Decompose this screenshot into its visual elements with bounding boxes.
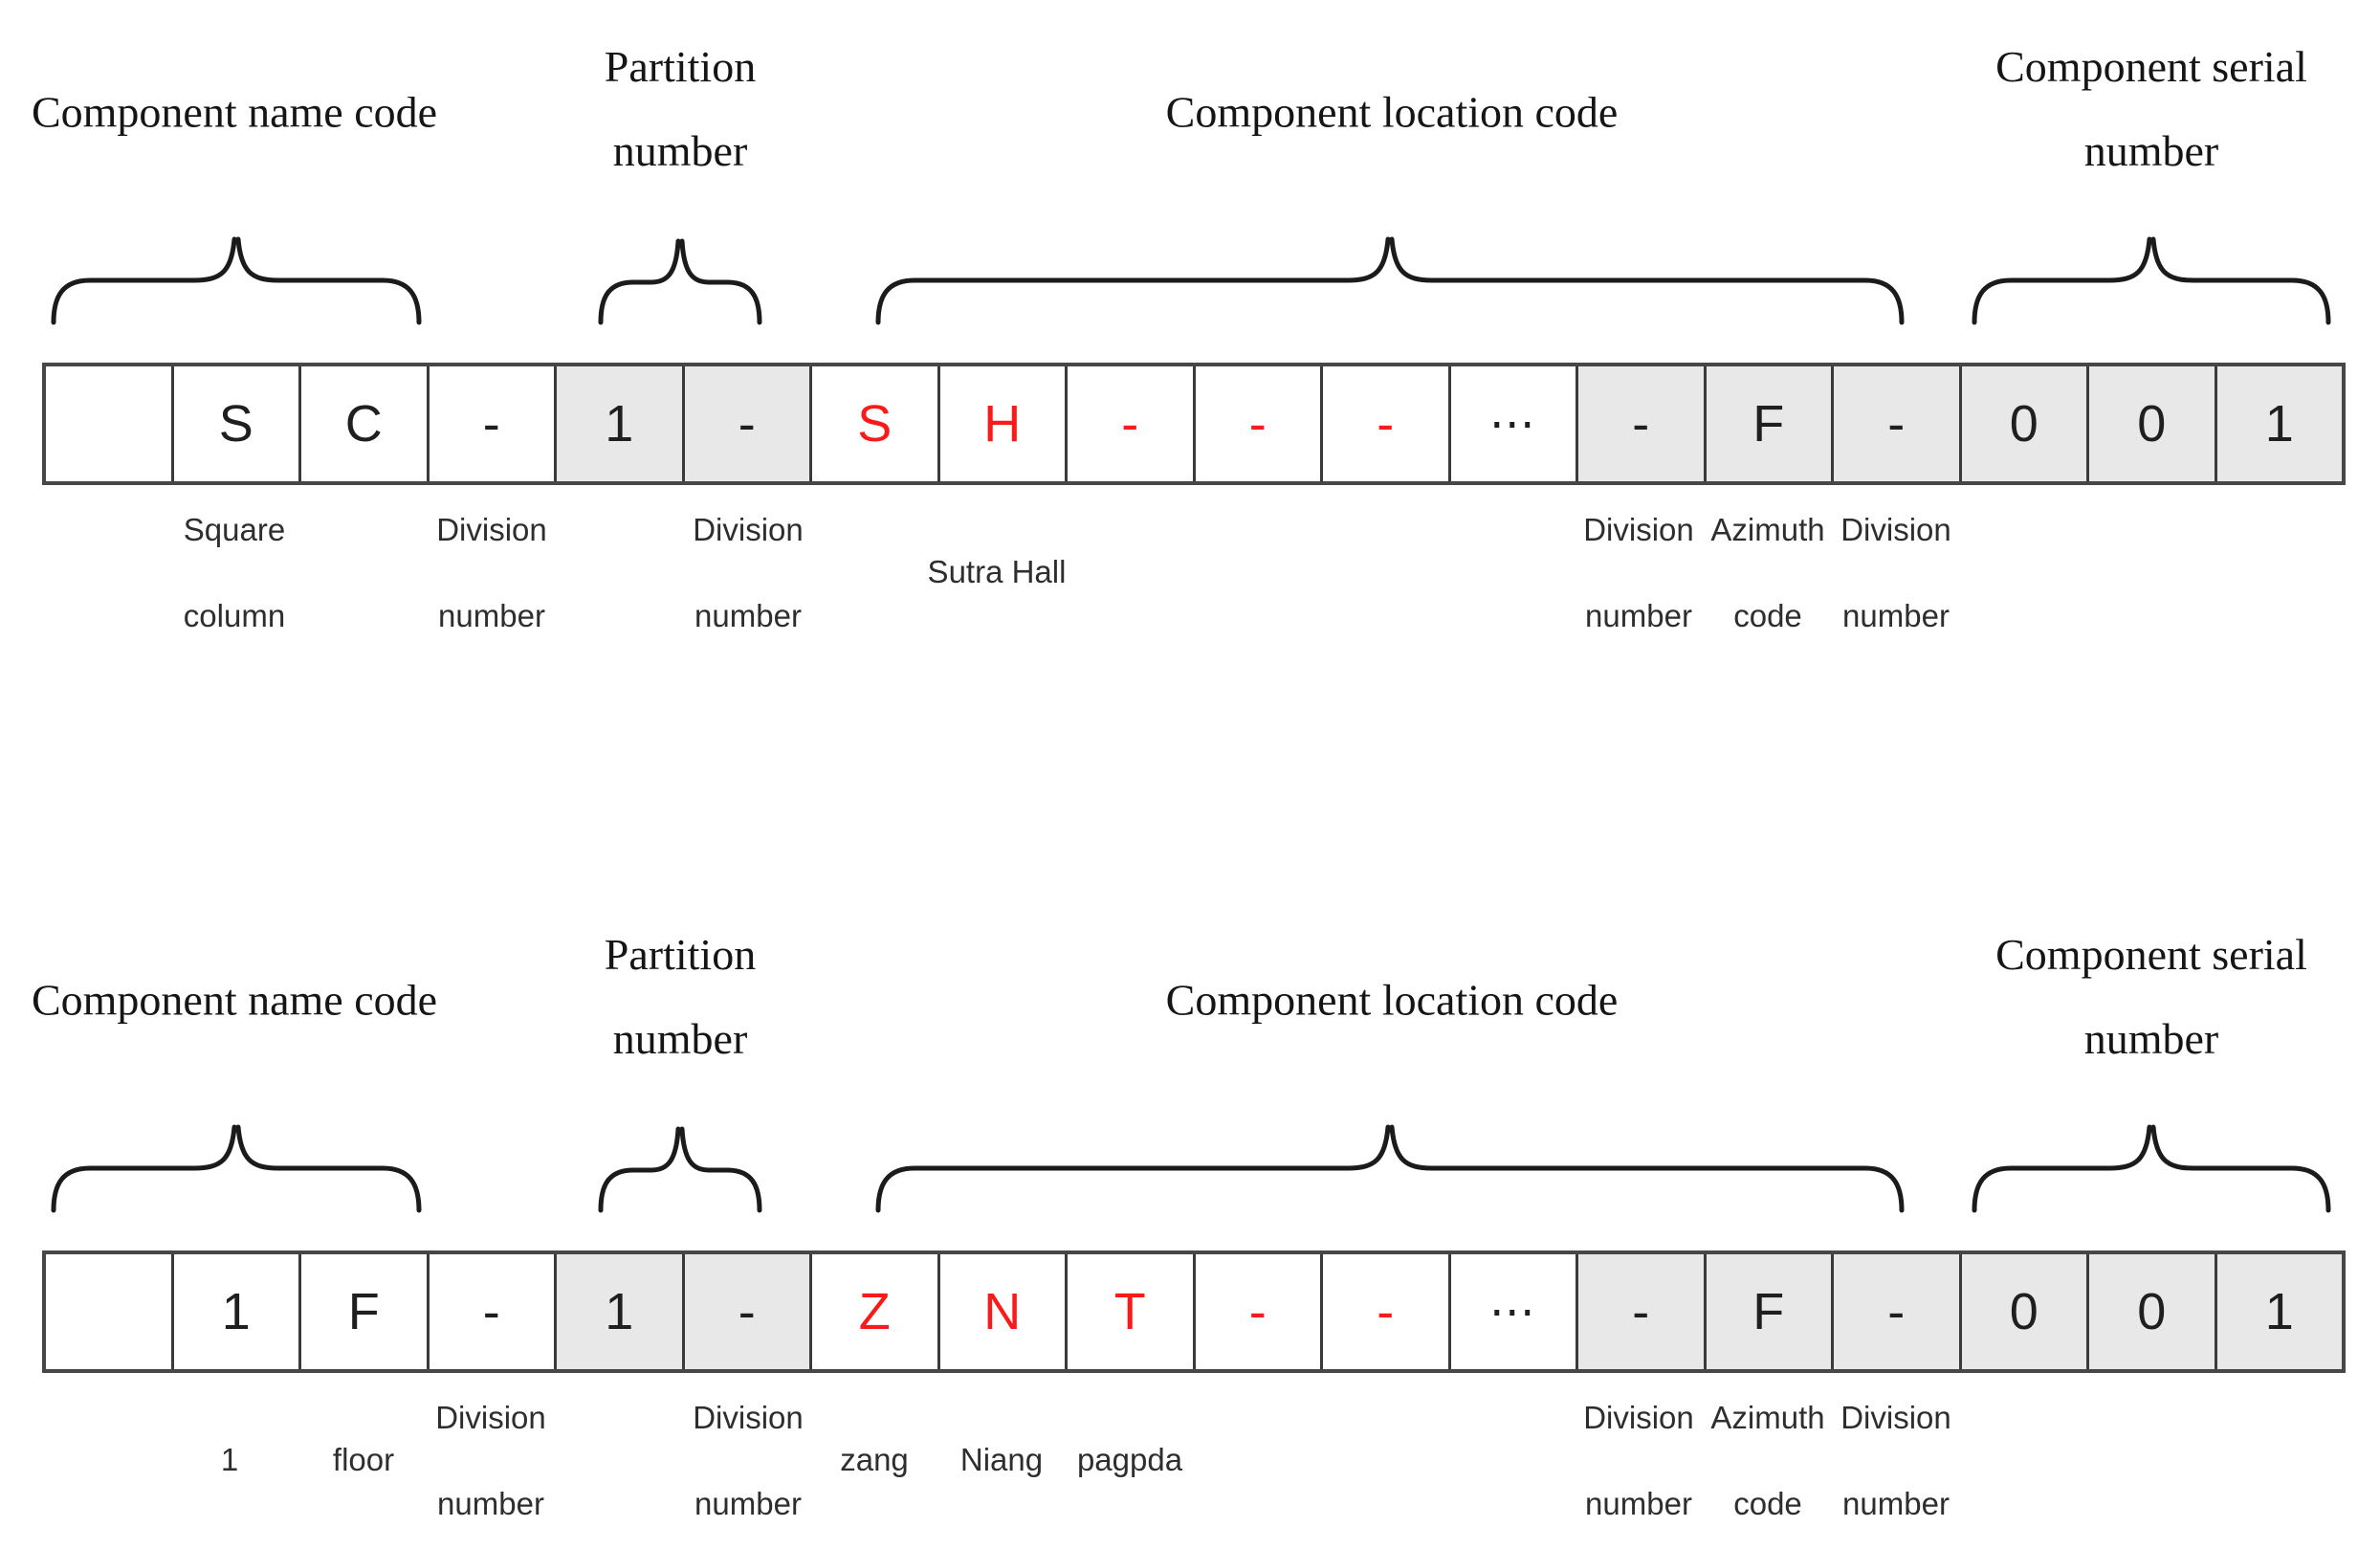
code-cell-F: F [298,1254,427,1369]
location-code-brace [875,236,1905,325]
code-cell-S: S [170,366,298,481]
code-cell--: - [1576,366,1704,481]
serial-heading-line1: Component serial [1995,42,2307,91]
name-code-brace [51,236,422,325]
code-cell-1: 1 [554,1254,682,1369]
partition-heading-line1: Partition [604,42,757,91]
serial-heading-line2: number [2083,126,2219,175]
partition-heading-line2: number [612,126,748,175]
grouping-braces [51,1124,2331,1213]
cell-caption: Division [1583,1400,1694,1435]
cell-caption: Sutra Hall [927,554,1067,589]
lower-code-diagram: Component name code Partition number Com… [0,888,2380,1549]
cell-caption: number [1842,598,1950,633]
code-cell--: - [681,1254,809,1369]
cell-caption: number [694,1486,802,1521]
cell-caption: number [1585,1486,1692,1521]
cell-caption: Azimuth [1710,512,1825,547]
cell-caption: Azimuth [1710,1400,1825,1435]
serial-number-heading: Component serial number [1995,913,2307,1081]
code-cell--: - [1576,1254,1704,1369]
partition-number-heading: Partition number [605,25,756,193]
cell-caption: number [694,598,802,633]
code-cell-empty [46,366,171,481]
code-cell-S: S [809,366,937,481]
cell-caption: code [1733,1486,1802,1521]
serial-number-heading: Component serial number [1995,25,2307,193]
cell-caption: Division [436,512,547,547]
code-cell-0: 0 [2086,366,2215,481]
grouping-braces [51,236,2331,325]
cell-caption: 1 [220,1442,239,1477]
location-code-brace [875,1124,1905,1213]
name-code-brace [51,1124,422,1213]
code-cell-0: 0 [2086,1254,2215,1369]
code-cell-1: 1 [170,1254,298,1369]
code-cell-1: 1 [2214,366,2342,481]
code-cell--: - [1192,1254,1320,1369]
location-code-heading: Component location code [1165,975,1619,1025]
cell-caption: code [1733,598,1802,633]
cell-caption: Square [183,512,286,547]
code-cell-0: 0 [1958,1254,2086,1369]
cell-caption: number [1585,598,1692,633]
partition-brace [598,238,762,325]
cell-caption: number [438,598,545,633]
code-cell-1: 1 [2214,1254,2342,1369]
cell-caption: floor [332,1442,395,1477]
serial-number-brace [1972,1124,2331,1213]
upper-code-diagram: Component name code Partition number Com… [0,0,2380,670]
code-cell--: - [681,366,809,481]
code-cell-0: 0 [1958,366,2086,481]
cell-caption: Division [693,512,804,547]
code-cell--: - [426,366,554,481]
cell-caption: column [183,598,286,633]
serial-number-brace [1972,236,2331,325]
code-cell--: - [1320,366,1448,481]
code-cell-1: 1 [554,366,682,481]
code-cell--: - [1831,1254,1959,1369]
cell-caption: Division [693,1400,804,1435]
location-code-heading: Component location code [1165,87,1619,137]
partition-heading-line2: number [612,1014,748,1063]
code-cell--: - [426,1254,554,1369]
cell-caption: Division [435,1400,546,1435]
name-code-heading: Component name code [31,87,438,137]
serial-heading-line2: number [2083,1014,2219,1063]
partition-brace [598,1126,762,1213]
code-cell-T: T [1065,1254,1193,1369]
cell-caption: Division [1583,512,1694,547]
code-cell-⋯: ⋯ [1447,366,1576,481]
cell-caption: number [1842,1486,1950,1521]
partition-number-heading: Partition number [605,913,756,1081]
code-cell-⋯: ⋯ [1447,1254,1576,1369]
code-cell-Z: Z [809,1254,937,1369]
partition-heading-line1: Partition [604,930,757,979]
cell-caption: Niang [959,1442,1044,1477]
code-cell--: - [1065,366,1193,481]
code-cell--: - [1192,366,1320,481]
cell-caption: pagpda [1076,1442,1183,1477]
name-code-heading: Component name code [31,975,438,1025]
code-cell--: - [1320,1254,1448,1369]
cell-caption: Division [1840,1400,1951,1435]
code-cell-F: F [1703,1254,1831,1369]
code-cell-N: N [937,1254,1065,1369]
cell-caption: Division [1840,512,1951,547]
code-cell-empty [46,1254,171,1369]
code-cell-C: C [298,366,427,481]
code-cell-H: H [937,366,1065,481]
serial-heading-line1: Component serial [1995,930,2307,979]
code-cell-F: F [1703,366,1831,481]
cell-caption: zang [840,1442,909,1477]
cell-caption: number [437,1486,544,1521]
code-cell--: - [1831,366,1959,481]
